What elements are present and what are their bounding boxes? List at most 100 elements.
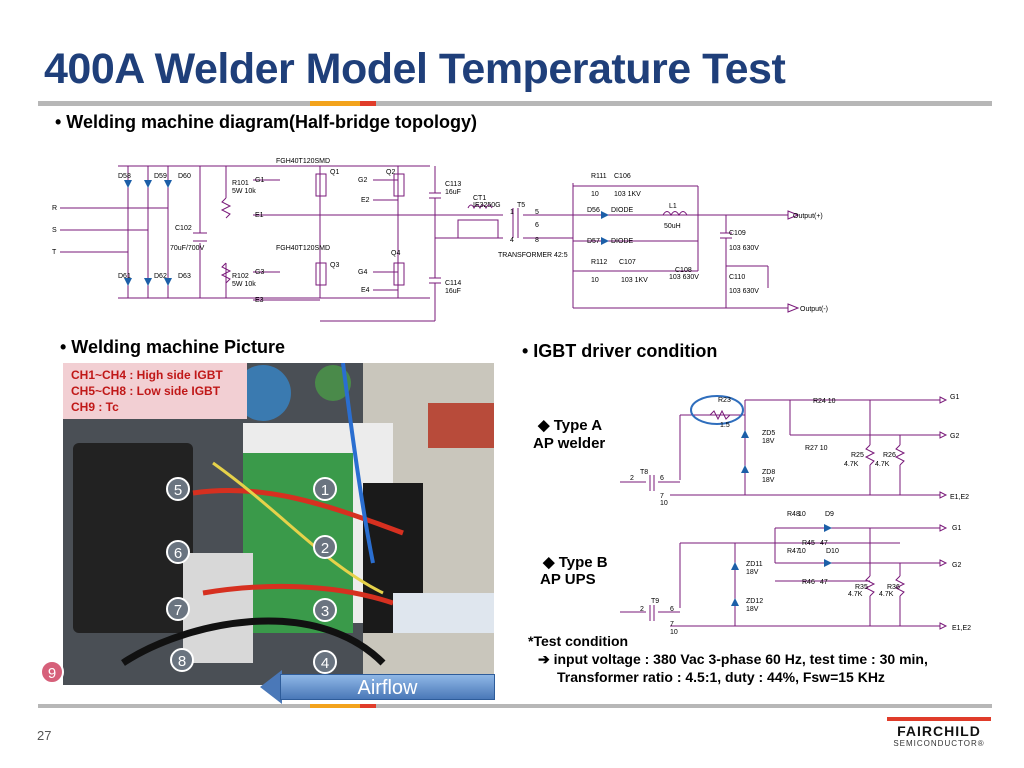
c114-label: C114 bbox=[445, 280, 461, 287]
footer-rule-accent-red bbox=[360, 704, 376, 708]
type-a-line-2: AP welder bbox=[533, 435, 606, 452]
r101-label: R101 bbox=[232, 180, 249, 187]
r101-value: 5W 10k bbox=[232, 188, 256, 195]
c108-label: C108 bbox=[675, 267, 692, 274]
t8-pin-7: 7 bbox=[660, 493, 664, 500]
r35-value: 4.7K bbox=[848, 591, 863, 598]
photo-illustration bbox=[63, 363, 494, 685]
zd5-label: ZD5 bbox=[762, 430, 775, 437]
zd11-value: 18V bbox=[746, 569, 759, 576]
d57-label: D57 bbox=[587, 238, 600, 245]
logo-name: FAIRCHILD bbox=[897, 723, 981, 739]
d56-label: D56 bbox=[587, 207, 600, 214]
type-a-wires bbox=[620, 396, 948, 499]
q2-label: Q2 bbox=[386, 169, 395, 176]
l1-label: L1 bbox=[669, 203, 677, 210]
r36-value: 4.7K bbox=[879, 591, 894, 598]
g2-label: G2 bbox=[358, 177, 367, 184]
legend-line-1: CH1~CH4 : High side IGBT bbox=[71, 368, 223, 382]
channel-badge-9: 9 bbox=[40, 660, 64, 684]
g1-label: G1 bbox=[255, 177, 264, 184]
d61-label: D61 bbox=[118, 273, 131, 280]
page-number: 27 bbox=[37, 728, 52, 743]
t9-pin-2: 2 bbox=[640, 606, 644, 613]
q4-label: Q4 bbox=[391, 250, 400, 257]
c114-value: 16uF bbox=[445, 288, 461, 295]
r112-value: 10 bbox=[591, 277, 599, 284]
bridge-diodes bbox=[124, 180, 609, 286]
channel-badge-1: 1 bbox=[313, 477, 337, 501]
t5-pin-8: 8 bbox=[535, 237, 539, 244]
type-a-g1: G1 bbox=[950, 394, 959, 401]
q1-part: FGH40T120SMD bbox=[276, 158, 330, 165]
t5-pin-4: 4 bbox=[510, 237, 514, 244]
r102-label: R102 bbox=[232, 273, 249, 280]
zd12-value: 18V bbox=[746, 606, 759, 613]
t5-pin-1: 1 bbox=[510, 209, 514, 216]
r47-value: 10 bbox=[798, 548, 806, 555]
test-condition-line-2: Transformer ratio : 4.5:1, duty : 44%, F… bbox=[557, 669, 885, 685]
t9-pin-7: 7 bbox=[670, 621, 674, 628]
r111-value: 10 bbox=[591, 191, 599, 198]
r102-value: 5W 10k bbox=[232, 281, 256, 288]
r26-value: 4.7K bbox=[875, 461, 890, 468]
logo-sub: SEMICONDUCTOR® bbox=[893, 739, 985, 748]
type-a-e: E1,E2 bbox=[950, 494, 969, 501]
t8-pin-10: 10 bbox=[660, 500, 668, 507]
type-b-diodes bbox=[731, 524, 832, 606]
c113-value: 16uF bbox=[445, 189, 461, 196]
r46-label: R46 bbox=[802, 579, 815, 586]
slide-title: 400A Welder Model Temperature Test bbox=[44, 45, 786, 93]
r111-label: R111 bbox=[591, 173, 607, 180]
r25-value: 4.7K bbox=[844, 461, 859, 468]
t9-label: T9 bbox=[651, 598, 659, 605]
footer-rule bbox=[38, 704, 992, 708]
c102-value: 70uF/700V bbox=[170, 245, 205, 252]
r47-label: R47 bbox=[787, 548, 800, 555]
type-b-g2: G2 bbox=[952, 562, 961, 569]
c107-value: 103 1KV bbox=[621, 277, 648, 284]
t5-pin-6: 6 bbox=[535, 222, 539, 229]
c113-label: C113 bbox=[445, 181, 461, 188]
ct1-part: IE3250G bbox=[473, 202, 501, 209]
c106-label: C106 bbox=[614, 173, 631, 180]
d62-label: D62 bbox=[154, 273, 167, 280]
legend-line-2: CH5~CH8 : Low side IGBT bbox=[71, 384, 221, 398]
type-b-driver-schematic: R48 10 D9 R45 47 R47 10 D10 R46 47 ZD11 … bbox=[620, 511, 971, 636]
input-r: R bbox=[52, 205, 57, 212]
e3-label: E3 bbox=[255, 297, 264, 304]
type-b-line-1: ◆ Type B bbox=[543, 554, 608, 571]
output-neg-label: Output(-) bbox=[800, 306, 828, 313]
half-bridge-schematic: R S T D58 D59 D60 D61 D62 D63 C102 70uF/… bbox=[52, 158, 828, 322]
t9-pin-6: 6 bbox=[670, 606, 674, 613]
r112-label: R112 bbox=[591, 259, 607, 266]
channel-badge-5: 5 bbox=[166, 477, 190, 501]
channel-badge-4: 4 bbox=[313, 650, 337, 674]
r45-value: 47 bbox=[820, 540, 828, 547]
logo-bar bbox=[887, 717, 991, 721]
q3-part: FGH40T120SMD bbox=[276, 245, 330, 252]
type-b-e: E1,E2 bbox=[952, 625, 971, 632]
r46-value: 47 bbox=[820, 579, 828, 586]
c102-label: C102 bbox=[175, 225, 192, 232]
zd5-value: 18V bbox=[762, 438, 775, 445]
g4-label: G4 bbox=[358, 269, 367, 276]
airflow-arrow: Airflow bbox=[280, 674, 495, 700]
t8-pin-6: 6 bbox=[660, 475, 664, 482]
c110-value: 103 630V bbox=[729, 288, 759, 295]
fairchild-logo: FAIRCHILD SEMICONDUCTOR® bbox=[887, 717, 991, 753]
channel-badge-7: 7 bbox=[166, 597, 190, 621]
channel-badge-2: 2 bbox=[313, 535, 337, 559]
type-b-wires bbox=[620, 524, 948, 630]
zd11-label: ZD11 bbox=[746, 561, 763, 568]
type-a-driver-schematic: R23 1.5 R24 10 R27 10 ZD5 18V ZD8 18V R2… bbox=[620, 394, 969, 507]
r35-label: R35 bbox=[855, 584, 868, 591]
c108-value: 103 630V bbox=[669, 274, 699, 281]
r23-highlight bbox=[690, 395, 744, 425]
test-condition-line-1: ➔ input voltage : 380 Vac 3-phase 60 Hz,… bbox=[538, 651, 928, 667]
r36-label: R36 bbox=[887, 584, 900, 591]
r45-label: R45 bbox=[802, 540, 815, 547]
c109-label: C109 bbox=[729, 230, 746, 237]
t5-label: T5 bbox=[517, 202, 525, 209]
output-pos-label: Output(+) bbox=[793, 213, 823, 220]
